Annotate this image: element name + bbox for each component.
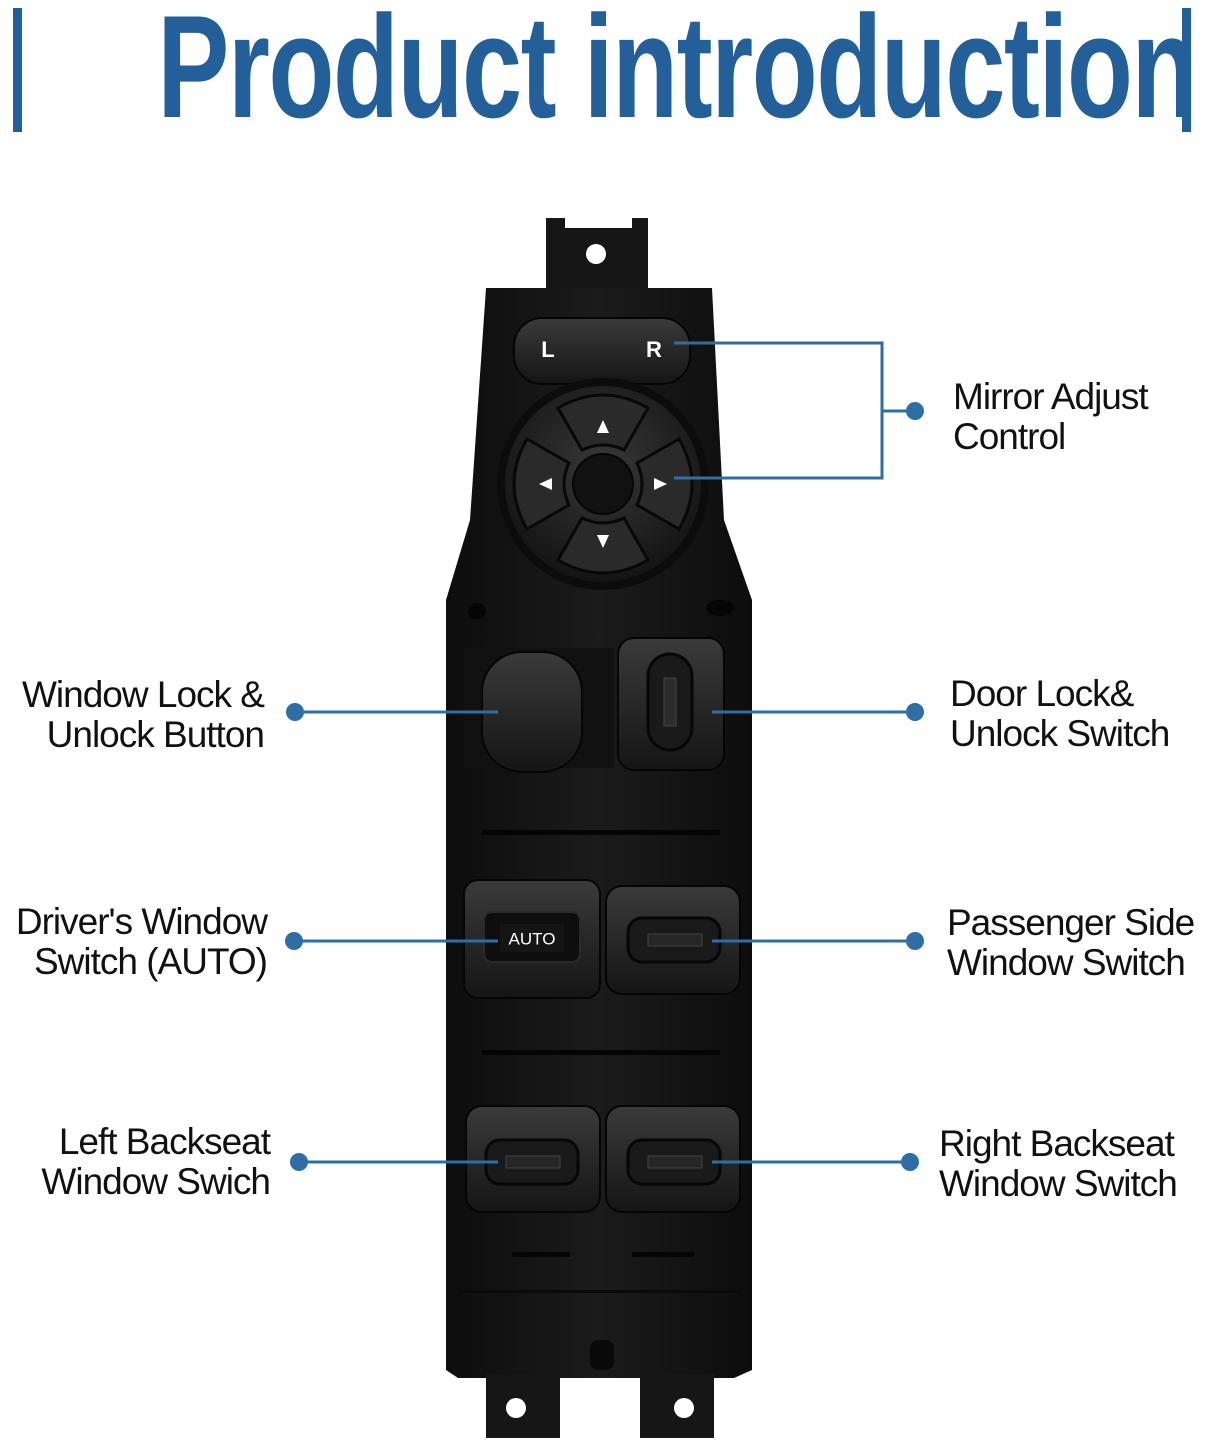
callout-dots <box>285 402 924 1171</box>
left-backseat-switch <box>465 1105 601 1213</box>
driver-window-line2: Switch (AUTO) <box>33 941 268 982</box>
mirror-selector-switch: L R <box>513 317 691 385</box>
mirror-right-letter: R <box>646 337 662 362</box>
door-lock-label: Door Lock& Unlock Switch <box>950 673 1170 754</box>
auto-label: AUTO <box>509 929 556 948</box>
mirror-left-letter: L <box>541 337 554 362</box>
door-lock-switch <box>617 637 725 771</box>
arrow-right-icon <box>654 478 667 490</box>
window-lock-line1: Window Lock & <box>22 674 265 715</box>
driver-window-switch: AUTO <box>463 879 601 999</box>
passenger-window-line2: Window Switch <box>947 942 1186 983</box>
right-backseat-switch <box>605 1105 741 1213</box>
arrow-left-icon <box>539 478 552 490</box>
left-backseat-line1: Left Backseat <box>58 1121 271 1162</box>
driver-window-label: Driver's Window Switch (AUTO) <box>15 901 268 982</box>
driver-window-line1: Driver's Window <box>15 901 268 942</box>
window-lock-label: Window Lock & Unlock Button <box>22 674 265 755</box>
left-backseat-line2: Window Swich <box>41 1161 271 1202</box>
arrow-up-icon <box>597 420 609 433</box>
window-lock-line2: Unlock Button <box>46 714 265 755</box>
heading-right-bar <box>1182 8 1191 132</box>
top-mount-tab <box>546 218 648 300</box>
mirror-adjust-pad <box>497 378 709 590</box>
door-lock-line1: Door Lock& <box>950 673 1134 714</box>
door-lock-line2: Unlock Switch <box>950 713 1170 754</box>
arrow-down-icon <box>597 535 609 548</box>
right-backseat-label: Right Backseat Window Switch <box>939 1123 1178 1204</box>
left-backseat-label: Left Backseat Window Swich <box>41 1121 271 1202</box>
passenger-window-label: Passenger Side Window Switch <box>947 902 1195 983</box>
bottom-mount-tabs <box>486 1340 714 1438</box>
right-backseat-line2: Window Switch <box>939 1163 1178 1204</box>
callout-lines <box>294 341 914 1164</box>
mirror-adjust-label: Mirror Adjust Control <box>953 376 1149 457</box>
window-lock-button <box>464 648 614 773</box>
passenger-window-switch <box>605 885 741 995</box>
heading-left-bar <box>13 8 22 132</box>
passenger-window-line1: Passenger Side <box>947 902 1195 943</box>
mirror-adjust-line2: Control <box>953 416 1066 457</box>
page-title: Product introduction <box>157 0 1197 148</box>
mirror-adjust-line1: Mirror Adjust <box>953 376 1149 417</box>
right-backseat-line1: Right Backseat <box>939 1123 1175 1164</box>
